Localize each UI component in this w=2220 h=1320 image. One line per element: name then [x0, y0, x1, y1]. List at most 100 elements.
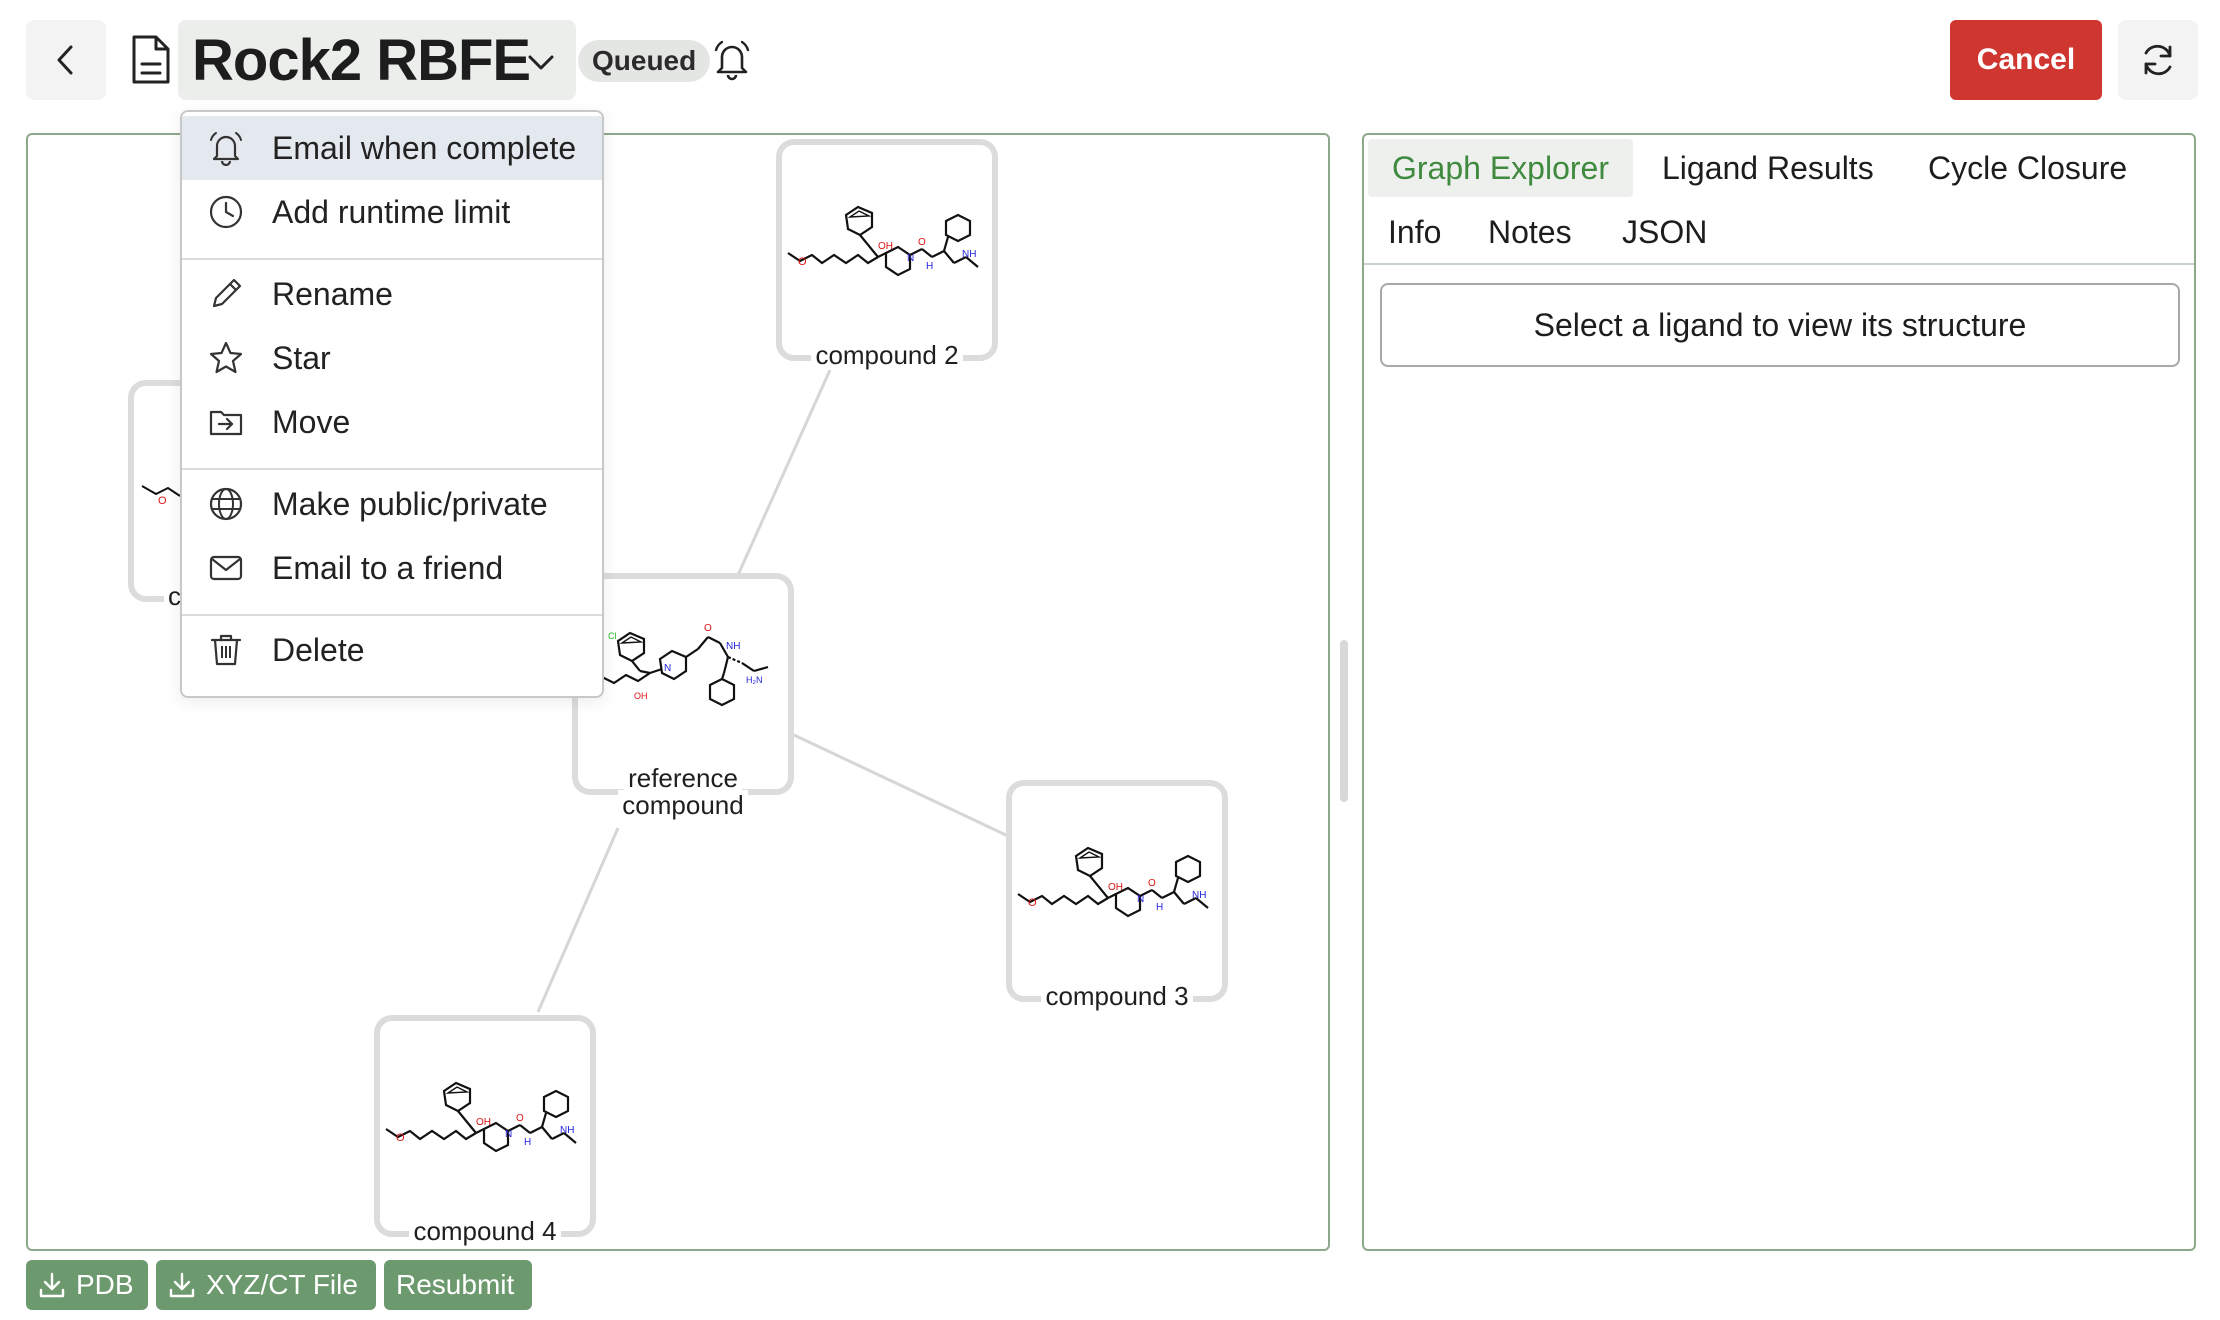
ligand-node-compound3[interactable]: O OH O N H NH compound 3 — [1006, 780, 1228, 1011]
resubmit-button[interactable]: Resubmit — [384, 1260, 532, 1310]
svg-text:OH: OH — [1108, 882, 1123, 893]
document-icon — [132, 35, 170, 84]
ligand-label: compound 4 — [409, 1216, 561, 1246]
tab-graph-explorer[interactable]: Graph Explorer — [1368, 139, 1633, 197]
svg-text:NH: NH — [1192, 890, 1206, 901]
menu-item-star[interactable]: Star — [182, 326, 602, 390]
download-pdb-button[interactable]: PDB — [26, 1260, 148, 1310]
resubmit-label: Resubmit — [396, 1269, 515, 1300]
svg-text:O: O — [1028, 897, 1037, 909]
folder-move-icon — [209, 410, 243, 436]
menu-item-label: Delete — [272, 631, 365, 668]
menu-item-move[interactable]: Move — [182, 390, 602, 454]
menu-item-label: Star — [272, 339, 331, 376]
cancel-button[interactable]: Cancel — [1950, 20, 2102, 100]
molecule-structure: O OH O N H NH — [1017, 846, 1209, 918]
svg-text:N: N — [664, 663, 671, 674]
svg-text:H: H — [1156, 902, 1163, 913]
menu-item-make-public-private[interactable]: Make public/private — [182, 472, 602, 536]
tab-cycle-closure[interactable]: Cycle Closure — [1928, 149, 2128, 186]
molecule-structure: O OH O N H NH — [385, 1081, 577, 1153]
svg-text:O: O — [704, 623, 712, 634]
tab-info[interactable]: Info — [1388, 213, 1442, 250]
menu-item-add-runtime-limit[interactable]: Add runtime limit — [182, 180, 602, 244]
panel-resize-handle[interactable] — [1340, 640, 1348, 802]
svg-text:H: H — [524, 1137, 531, 1148]
menu-item-delete[interactable]: Delete — [182, 618, 602, 682]
menu-item-label: Email to a friend — [272, 549, 504, 586]
menu-item-rename[interactable]: Rename — [182, 262, 602, 326]
download-icon — [169, 1272, 195, 1298]
svg-text:N: N — [1137, 894, 1144, 905]
edge-reference-compound4 — [536, 827, 620, 1013]
envelope-icon — [209, 555, 243, 581]
svg-text:NH: NH — [726, 641, 740, 652]
job-title-dropdown[interactable]: Rock2 RBFE — [178, 20, 576, 100]
back-button[interactable] — [26, 20, 106, 100]
svg-text:O: O — [516, 1113, 524, 1124]
download-xyz-label: XYZ/CT File — [206, 1269, 358, 1300]
ligand-label: compound 2 — [811, 340, 963, 370]
svg-text:Cl: Cl — [608, 631, 617, 641]
refresh-button[interactable] — [2118, 20, 2198, 100]
menu-item-label: Add runtime limit — [272, 193, 511, 230]
svg-text:O: O — [1148, 878, 1156, 889]
page-title: Rock2 RBFE — [192, 27, 531, 93]
ligand-label-line1: reference — [624, 763, 742, 793]
bell-icon — [210, 132, 242, 166]
menu-divider — [182, 614, 602, 616]
menu-item-email-when-complete[interactable]: Email when complete — [182, 116, 602, 180]
tabs-divider — [1364, 263, 2194, 265]
svg-text:OH: OH — [878, 241, 893, 252]
edge-reference-compound3 — [793, 733, 1009, 838]
svg-text:N: N — [907, 253, 914, 264]
ligand-label-line2: compound — [618, 790, 748, 820]
svg-text:O: O — [918, 237, 926, 248]
molecule-structure: O — [141, 485, 181, 507]
download-xyz-button[interactable]: XYZ/CT File — [156, 1260, 376, 1310]
ligand-node-compound4[interactable]: O OH O N H NH compound 4 — [374, 1015, 596, 1246]
star-icon — [209, 341, 243, 374]
molecule-structure: Cl N O NH OH H₂N — [578, 623, 769, 707]
menu-divider — [182, 258, 602, 260]
download-pdb-label: PDB — [76, 1269, 134, 1300]
pencil-icon — [212, 278, 242, 308]
menu-item-email-to-friend[interactable]: Email to a friend — [182, 536, 602, 600]
edge-reference-compound2 — [736, 369, 832, 576]
ligand-node-compound2[interactable]: O OH O N H NH compound 2 — [776, 139, 998, 370]
svg-text:N: N — [505, 1129, 512, 1140]
job-actions-menu: Email when complete Add runtime limit Re… — [180, 110, 604, 698]
svg-text:OH: OH — [476, 1117, 491, 1128]
svg-text:O: O — [396, 1132, 405, 1144]
trash-icon — [210, 634, 242, 666]
tab-json[interactable]: JSON — [1622, 213, 1708, 250]
molecule-structure: O OH O N H NH — [787, 205, 979, 277]
chevron-left-icon — [57, 45, 73, 75]
menu-divider — [182, 468, 602, 470]
ligand-label: c — [164, 581, 185, 611]
svg-text:O: O — [798, 256, 807, 268]
svg-text:O: O — [158, 495, 167, 507]
clock-icon — [209, 195, 243, 229]
svg-text:H: H — [926, 261, 933, 272]
bell-icon[interactable] — [712, 38, 752, 82]
ligand-structure-placeholder: Select a ligand to view its structure — [1380, 283, 2180, 367]
tab-notes[interactable]: Notes — [1488, 213, 1572, 250]
download-icon — [39, 1272, 65, 1298]
svg-text:NH: NH — [962, 249, 976, 260]
globe-icon — [209, 487, 243, 521]
tab-ligand-results[interactable]: Ligand Results — [1662, 149, 1874, 186]
chevron-down-icon — [528, 55, 554, 70]
svg-text:H₂N: H₂N — [746, 675, 763, 685]
menu-item-label: Move — [272, 403, 351, 440]
refresh-icon — [2144, 44, 2172, 76]
svg-text:NH: NH — [560, 1125, 574, 1136]
menu-item-label: Email when complete — [272, 129, 577, 166]
ligand-label: compound 3 — [1041, 981, 1193, 1011]
menu-item-label: Make public/private — [272, 485, 548, 522]
results-panel: Graph Explorer Ligand Results Cycle Clos… — [1362, 133, 2196, 1251]
svg-text:OH: OH — [634, 691, 648, 701]
menu-item-label: Rename — [272, 275, 393, 312]
status-badge: Queued — [578, 40, 711, 82]
